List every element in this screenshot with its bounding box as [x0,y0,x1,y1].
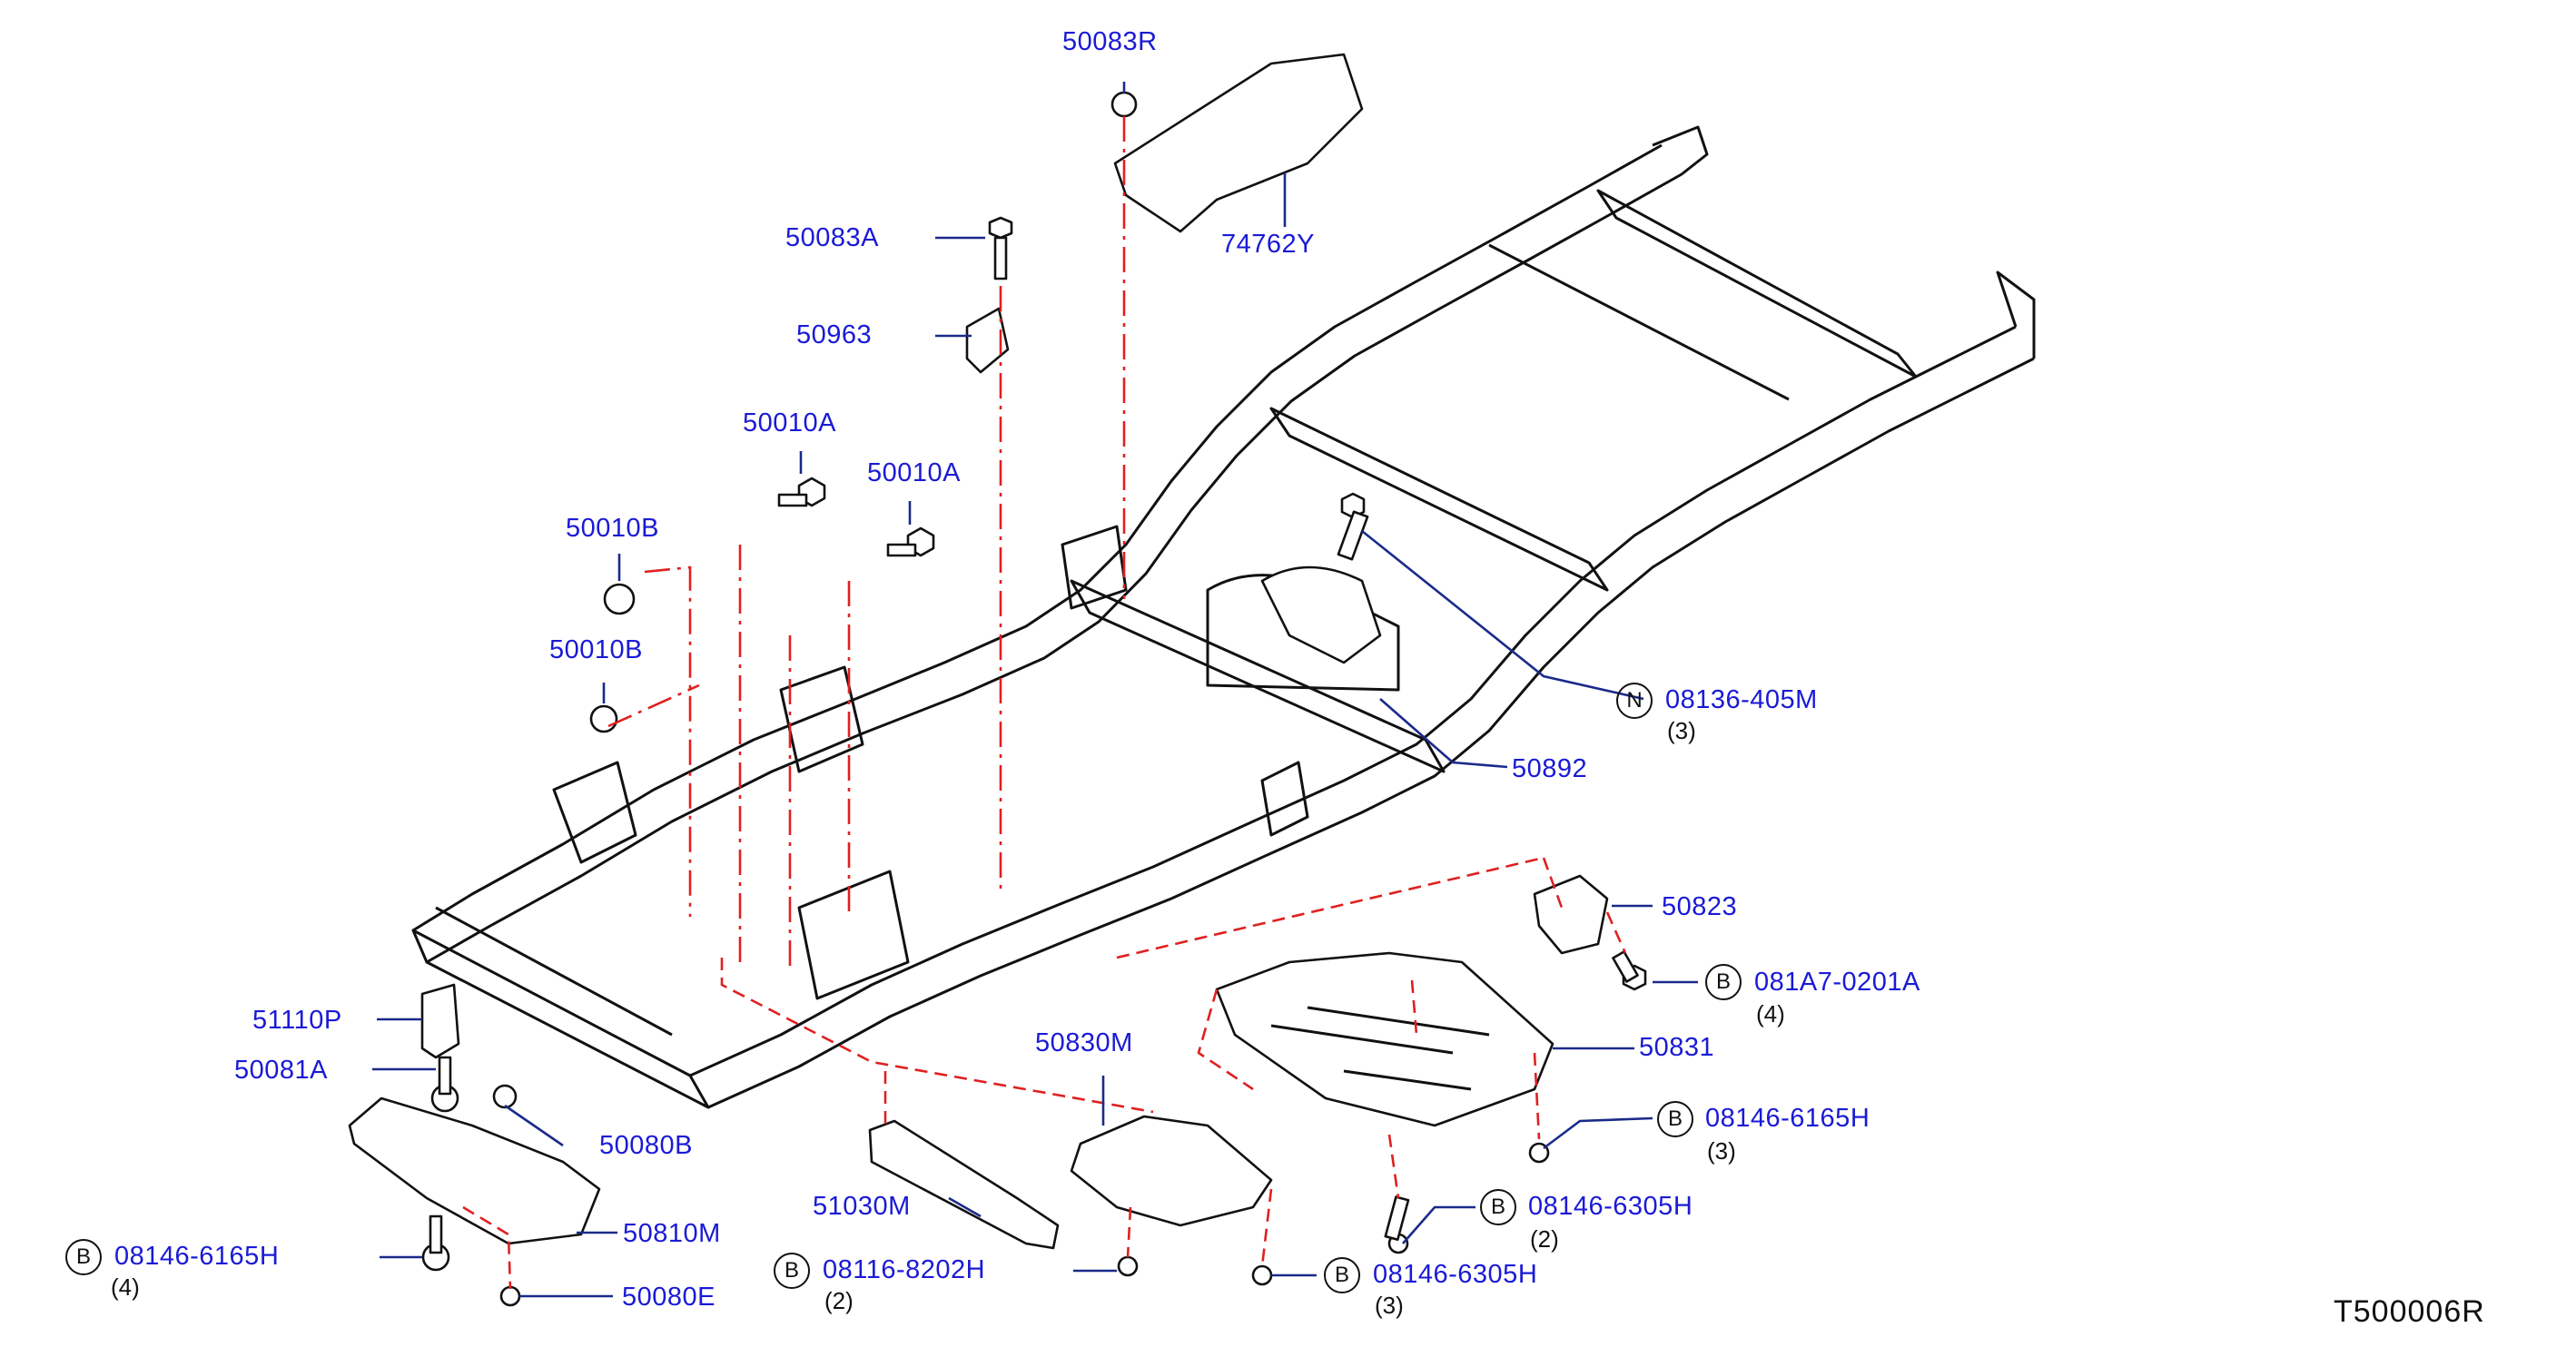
label-51110P[interactable]: 51110P [252,1006,342,1035]
chassis-frame [411,125,2036,1109]
cover-50810M [348,1096,601,1245]
fasteners [421,91,1647,1307]
label-50892[interactable]: 50892 [1512,754,1588,783]
label-50831[interactable]: 50831 [1639,1033,1715,1062]
label-50083A[interactable]: 50083A [785,223,879,252]
label-08146-6305H-b[interactable]: 08146-6305H [1373,1260,1538,1289]
label-08116[interactable]: 08116-8202H [823,1255,986,1284]
label-50081A[interactable]: 50081A [234,1056,328,1085]
badge-b: B [1324,1257,1360,1293]
label-50080E[interactable]: 50080E [622,1283,716,1312]
label-50963[interactable]: 50963 [796,320,873,349]
phantom-lines [462,116,1627,1290]
shield-74762Y [1113,53,1364,233]
bracket-51110P [420,983,460,1059]
qty-08146-6165H-left: (4) [111,1273,140,1301]
label-08146-6165H-left[interactable]: 08146-6165H [114,1242,280,1271]
qty-08136: (3) [1667,717,1696,744]
qty-08146-6305H-a: (2) [1530,1225,1559,1253]
label-08146-6165H-right[interactable]: 08146-6165H [1705,1104,1870,1133]
insulator-50892 [1260,565,1382,664]
label-50010A-1[interactable]: 50010A [743,408,836,438]
label-08136[interactable]: 08136-405M [1665,685,1818,714]
label-081A7[interactable]: 081A7-0201A [1754,968,1920,997]
label-50810M[interactable]: 50810M [623,1219,721,1248]
label-50010B-1[interactable]: 50010B [566,514,659,543]
bracket-50963 [965,307,1010,374]
label-51030M[interactable]: 51030M [813,1192,911,1221]
qty-08146-6165H-right: (3) [1707,1137,1736,1165]
leader-lines [372,82,1698,1298]
label-50083R[interactable]: 50083R [1062,27,1158,56]
label-50010B-2[interactable]: 50010B [549,635,643,664]
member-51030M [868,1119,1060,1250]
badge-b: B [774,1253,810,1289]
badge-b: B [65,1239,102,1275]
label-50823[interactable]: 50823 [1662,892,1738,921]
badge-n: N [1616,683,1653,719]
bracket-50823 [1533,874,1609,955]
badge-b: B [1705,964,1742,1000]
label-50830M[interactable]: 50830M [1035,1028,1133,1057]
diagram-code: T500006R [2334,1294,2485,1329]
qty-081A7: (4) [1756,1000,1785,1027]
qty-08146-6305H-b: (3) [1375,1292,1404,1319]
label-08146-6305H-a[interactable]: 08146-6305H [1528,1192,1693,1221]
cover-50830M [1070,1115,1273,1227]
badge-b: B [1480,1189,1516,1225]
label-74762Y[interactable]: 74762Y [1221,230,1315,259]
badge-b: B [1657,1101,1693,1137]
label-50080B[interactable]: 50080B [599,1131,693,1160]
cover-50831 [1215,951,1554,1127]
qty-08116: (2) [824,1287,854,1314]
label-50010A-2[interactable]: 50010A [867,458,961,487]
